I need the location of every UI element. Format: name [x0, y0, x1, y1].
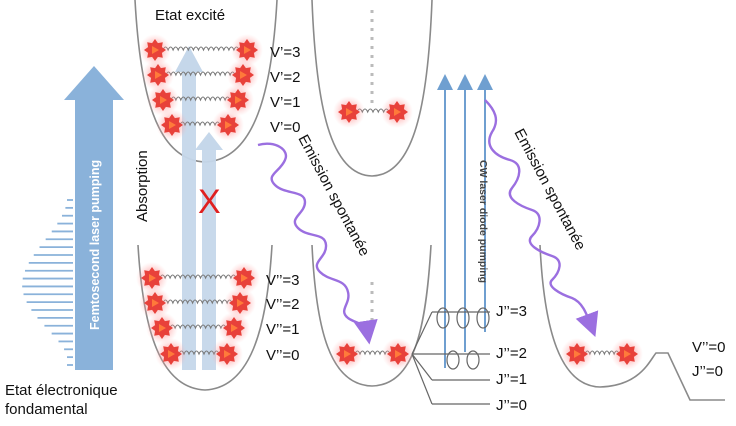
ground-level-label: V’’=0 [266, 347, 300, 364]
atom [231, 34, 263, 66]
emission-label-2: Emission spontanée [510, 126, 588, 253]
ground-state-well-2 [311, 244, 432, 387]
ground-level-label: V’’=3 [266, 272, 300, 289]
atom [139, 287, 171, 319]
atom [211, 338, 243, 370]
cw-label: CW laser diode pumping [477, 160, 489, 283]
atom [331, 338, 363, 370]
atom [227, 59, 259, 91]
absorption-arrows [175, 46, 223, 370]
atom [146, 312, 178, 344]
molecule [136, 262, 260, 294]
atom [222, 84, 254, 116]
atom [156, 109, 188, 141]
molecule [561, 338, 643, 370]
molecule [139, 34, 263, 66]
rotational-levels [411, 307, 490, 405]
bond-spring [169, 324, 227, 330]
emission-label-1: Emission spontanée [294, 132, 372, 259]
ground-state-label-line2: fondamental [5, 401, 88, 418]
final-level-v: V’’=0 [692, 339, 726, 356]
spontaneous-emission-wave-1 [257, 142, 378, 345]
femto-label: Femtosecond laser pumping [88, 160, 102, 330]
bond-spring [170, 96, 231, 102]
excited-level-label: V’=1 [270, 94, 300, 111]
molecule [333, 96, 413, 128]
molecule [156, 109, 244, 141]
atom [147, 84, 179, 116]
ground-level-labels: V’’=3 V’’=2 V’’=1 V’’=0 [266, 272, 300, 364]
molecule [142, 59, 259, 91]
rot-level-label: J’’=0 [496, 397, 527, 414]
atom [561, 338, 593, 370]
atom [333, 96, 365, 128]
final-level-j: J’’=0 [692, 363, 723, 380]
molecule [146, 312, 250, 344]
cw-pump-lines [437, 74, 493, 368]
femto-spectrum-comb [22, 199, 73, 366]
excited-state-well-2 [311, 0, 433, 177]
atom [228, 262, 260, 294]
atom [155, 338, 187, 370]
blocked-transition-mark: X [198, 183, 221, 221]
femto-pump-arrow [64, 66, 124, 370]
atom [381, 96, 413, 128]
molecule [331, 338, 414, 370]
spontaneous-emission-wave-2 [484, 99, 599, 337]
atom [218, 312, 250, 344]
bond-spring [165, 71, 236, 77]
molecule-layer [136, 34, 643, 370]
ground-level-label: V’’=2 [266, 296, 300, 313]
excited-level-label: V’=3 [270, 44, 300, 61]
molecule [155, 338, 243, 370]
bond-spring [159, 274, 237, 280]
absorption-label: Absorption [134, 150, 151, 222]
atom [139, 34, 171, 66]
rot-level-label: J’’=1 [496, 371, 527, 388]
atom [212, 109, 244, 141]
atom [224, 287, 256, 319]
rot-level-label: J’’=3 [496, 303, 527, 320]
bond-spring [162, 46, 240, 52]
ground-state-well-3 [539, 244, 725, 401]
molecule [139, 287, 256, 319]
atom [136, 262, 168, 294]
ground-level-label: V’’=1 [266, 321, 300, 338]
bond-spring [162, 299, 233, 305]
excited-level-labels: V’=3 V’=2 V’=1 V’=0 [270, 44, 300, 136]
excited-state-label: Etat excité [155, 7, 225, 24]
rotational-level-labels: J’’=3 J’’=2 J’’=1 J’’=0 [496, 303, 527, 414]
rot-level-label: J’’=2 [496, 345, 527, 362]
atom [142, 59, 174, 91]
atom [611, 338, 643, 370]
excited-level-label: V’=0 [270, 119, 300, 136]
molecule [147, 84, 254, 116]
excited-level-label: V’=2 [270, 69, 300, 86]
atom [382, 338, 414, 370]
ground-state-label-line1: Etat électronique [5, 382, 118, 399]
